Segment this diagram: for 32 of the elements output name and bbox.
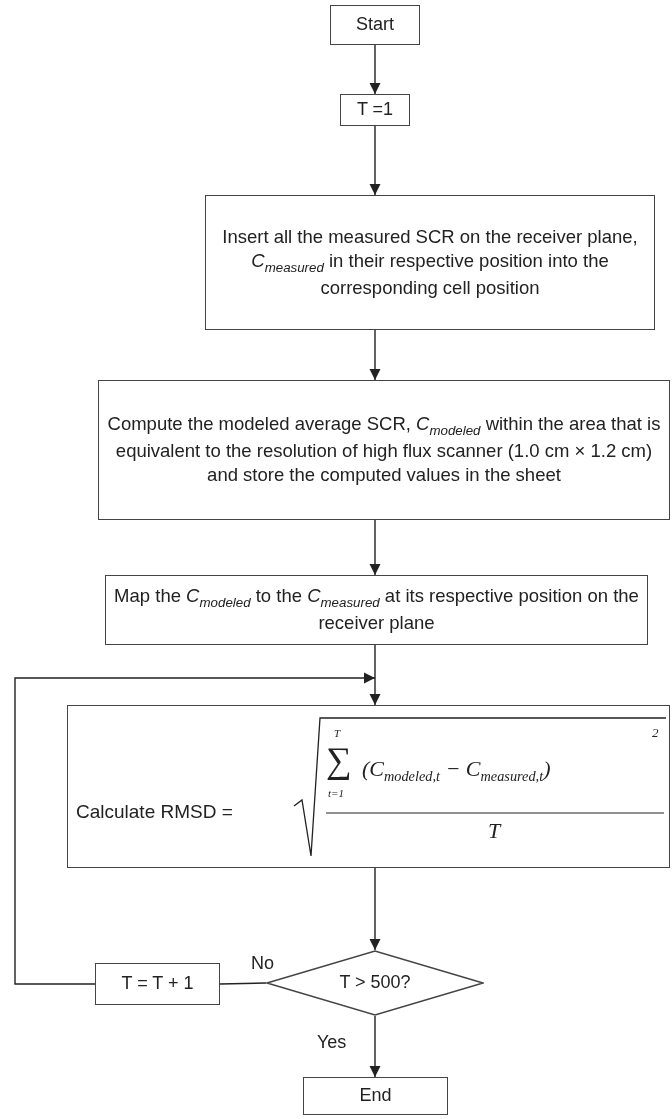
sum-upper-limit: T xyxy=(334,728,341,739)
step-text: Start xyxy=(355,13,395,37)
terminal-box xyxy=(303,1077,448,1115)
process-box xyxy=(67,705,670,868)
step-text: End xyxy=(358,1084,393,1108)
arrow xyxy=(14,672,376,985)
step-text: Insert all the measured SCR on the receiver plane, C$_{measured}$ in their respective position into the corresponding cell position xyxy=(221,224,639,300)
decision-text: T > 500? xyxy=(339,971,411,995)
formula-numerator: (C$_{modeled,t}$ − C$_{measured,t}$) xyxy=(362,758,551,784)
process-box xyxy=(205,195,655,330)
arrow xyxy=(369,125,381,196)
arrow xyxy=(369,867,381,951)
arrow xyxy=(369,329,381,381)
process-box xyxy=(105,575,648,645)
step-text: Compute the modeled average SCR, C$_{modeled}$ within the area that is equivalent to the resolution of high flux scanner (1.0 cm × 1.2 cm) and store the computed values in the sheet xyxy=(106,412,662,488)
sum-lower-limit: t=1 xyxy=(328,788,344,799)
process-box xyxy=(95,963,220,1005)
step-text: T = T + 1 xyxy=(120,972,195,996)
terminal-box xyxy=(330,5,420,45)
step-text: Calculate RMSD = xyxy=(76,802,233,821)
sum-sign: ∑ xyxy=(326,742,352,778)
arrow xyxy=(369,644,381,706)
process-box xyxy=(98,380,670,520)
arrow xyxy=(369,44,381,95)
step-text: Map the C$_{modeled}$ to the C$_{measured}$ at its respective position on the receiver plane xyxy=(113,584,640,636)
connector-line xyxy=(219,982,267,985)
step-text: T =1 xyxy=(355,98,395,122)
arrow xyxy=(369,519,381,576)
process-box xyxy=(340,94,410,126)
arrow xyxy=(369,1015,381,1078)
formula-denominator: T xyxy=(488,820,501,842)
exponent: 2 xyxy=(652,726,659,739)
